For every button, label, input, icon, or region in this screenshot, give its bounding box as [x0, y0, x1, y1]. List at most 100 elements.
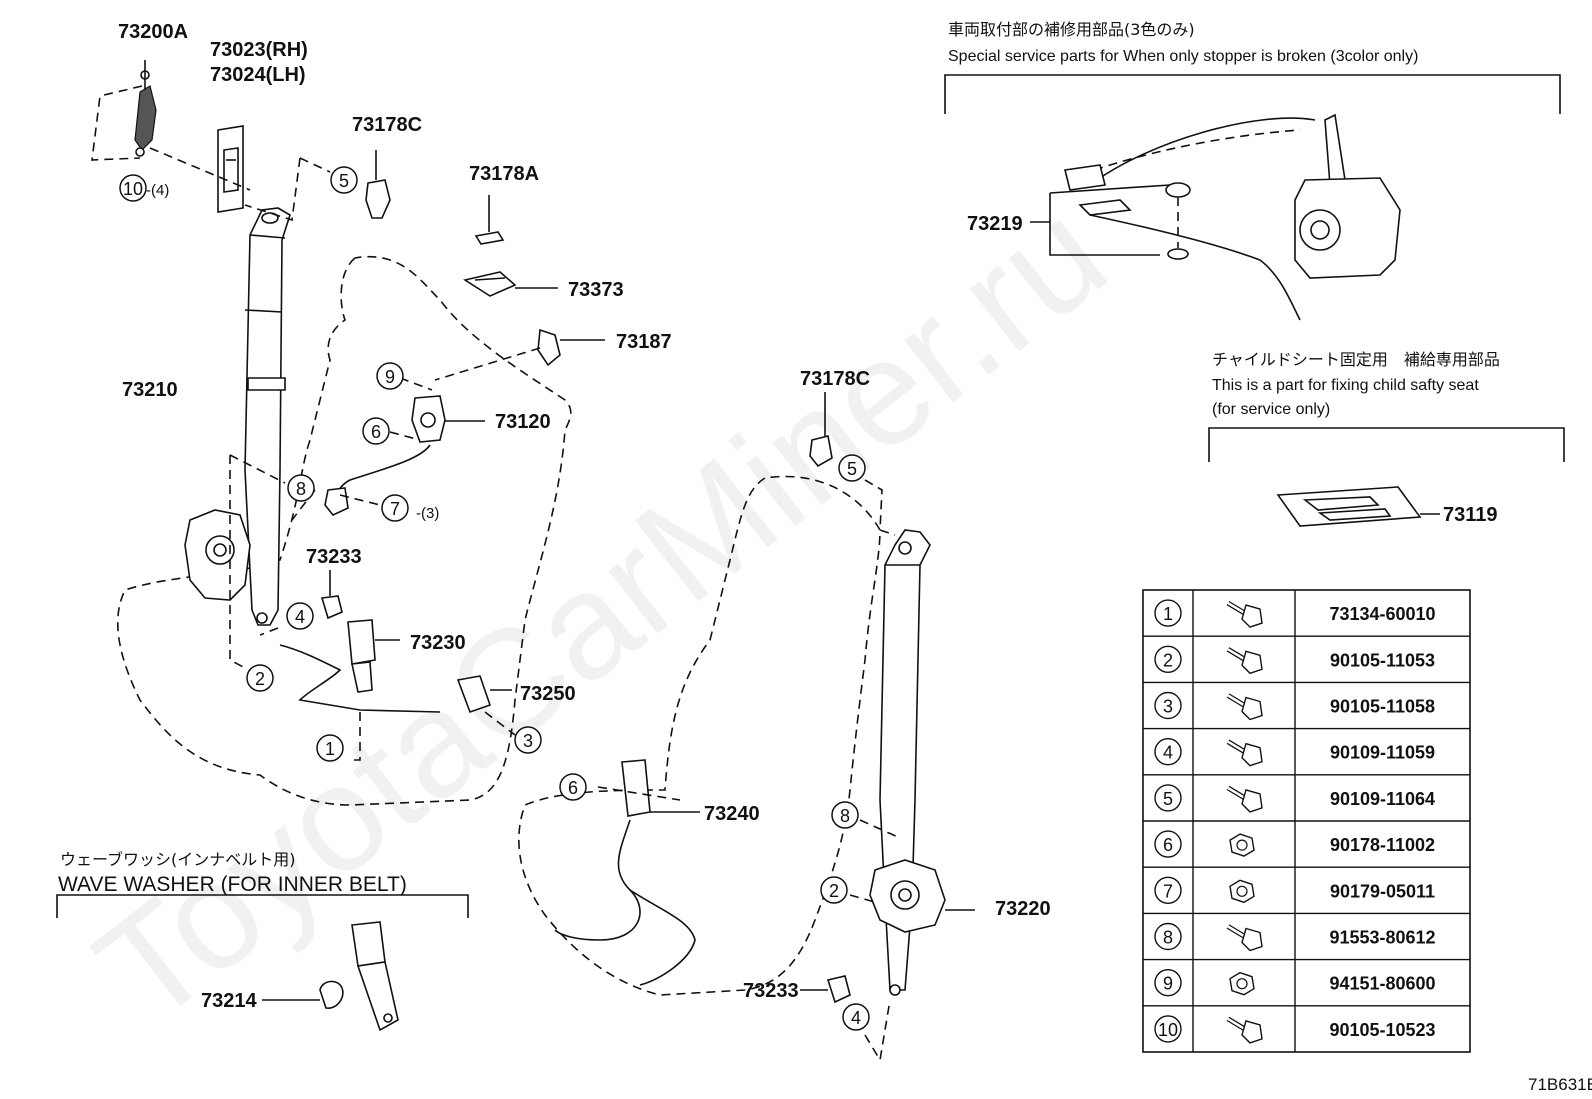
- label-73233-left: 73233: [306, 546, 362, 568]
- anchor-73200A: [134, 60, 157, 157]
- fastener-icon: [1229, 833, 1255, 857]
- row-part-number: 90109-11064: [1330, 789, 1435, 809]
- callout-number: 6: [371, 422, 381, 442]
- cover-73023: [217, 125, 244, 213]
- row-number: 6: [1163, 835, 1173, 855]
- label-73024-lh: 73024(LH): [210, 64, 306, 86]
- row-number-circle: [1154, 784, 1182, 812]
- callout-7: 7: [381, 494, 409, 522]
- note-washer-en: WAVE WASHER (FOR INNER BELT): [58, 873, 407, 896]
- label-73187: 73187: [616, 331, 672, 353]
- callout-number: 5: [847, 459, 857, 479]
- callout-number: 3: [523, 731, 533, 751]
- label-73220: 73220: [995, 898, 1051, 920]
- callout-6: 6: [559, 773, 587, 801]
- watermark: ToyotaCarMiner.ru: [66, 168, 1135, 1055]
- table-row: 10 90105-10523: [1154, 1015, 1436, 1044]
- qty-7: -(3): [416, 505, 439, 522]
- callout-6: 6: [362, 417, 390, 445]
- row-number-circle: [1154, 599, 1182, 627]
- leader-1: [350, 712, 361, 761]
- row-part-number: 90105-10523: [1329, 1020, 1435, 1040]
- callout-4: 4: [842, 1003, 870, 1031]
- callout-number: 2: [255, 669, 265, 689]
- leader-2-right: [849, 894, 879, 904]
- leader-5-bracket: [244, 157, 301, 222]
- fastener-icon: [1226, 924, 1263, 952]
- row-part-number: 90105-11053: [1330, 650, 1435, 670]
- retractor-73120: [324, 377, 485, 516]
- label-73200A: 73200A: [118, 21, 188, 43]
- left-outer-belt: [184, 207, 291, 626]
- cover-73233-left: [259, 570, 343, 636]
- label-73210: 73210: [122, 379, 178, 401]
- qty-10: -(4): [146, 182, 169, 199]
- row-number: 3: [1163, 697, 1173, 717]
- note-child-en-2: (for service only): [1212, 401, 1330, 418]
- note-child-en-1: This is a part for fixing child safty se…: [1212, 377, 1479, 394]
- row-number: 8: [1163, 928, 1173, 948]
- label-73250: 73250: [520, 683, 576, 705]
- buckle-73240: [554, 759, 700, 986]
- row-number: 5: [1163, 789, 1173, 809]
- bracket-73373: [462, 271, 558, 297]
- callout-5: 5: [330, 166, 358, 194]
- row-number: 1: [1163, 604, 1173, 624]
- right-seat-outline: [518, 475, 881, 996]
- note-washer-jp: ウェーブワッシ(インナベルト用): [60, 850, 296, 869]
- callout-4: 4: [286, 602, 314, 630]
- leader-4-right: [864, 999, 891, 1063]
- callout-number: 4: [851, 1008, 861, 1028]
- row-part-number: 94151-80600: [1329, 974, 1435, 994]
- label-73120: 73120: [495, 411, 551, 433]
- fastener-icon: [1226, 600, 1263, 628]
- row-number-circle: [1154, 830, 1182, 858]
- label-73023-rh: 73023(RH): [210, 39, 308, 61]
- label-73178C-right: 73178C: [800, 368, 870, 390]
- callout-number: 8: [840, 806, 850, 826]
- leader-10-bracket: [91, 85, 143, 161]
- table-row: 5 90109-11064: [1154, 784, 1435, 813]
- wave-washer-section: [56, 894, 469, 1032]
- clip-73178C-right: [809, 392, 833, 468]
- fastener-icon: [1226, 693, 1263, 721]
- callout-10: 10: [119, 174, 147, 202]
- callout-2: 2: [820, 876, 848, 904]
- bracket-73187: [434, 328, 605, 381]
- right-outer-belt: [869, 529, 975, 996]
- left-seat-outline: [117, 255, 572, 806]
- row-part-number: 90178-11002: [1330, 835, 1435, 855]
- callout-number: 8: [296, 479, 306, 499]
- label-73373: 73373: [568, 279, 624, 301]
- note-stopper-en: Special service parts for When only stop…: [948, 48, 1418, 65]
- row-part-number: 73134-60010: [1329, 604, 1435, 624]
- leader-8-left: [229, 454, 286, 484]
- fastener-icon: [1229, 879, 1255, 904]
- callout-number: 4: [295, 607, 305, 627]
- row-number-circle: [1154, 691, 1182, 720]
- callout-2: 2: [246, 664, 274, 692]
- clip-73178C-top: [365, 150, 391, 219]
- row-number: 7: [1163, 881, 1173, 901]
- buckle-73230: [279, 619, 441, 713]
- row-number: 4: [1163, 743, 1173, 763]
- note-stopper-jp: 車両取付部の補修用部品(3色のみ): [948, 20, 1195, 39]
- label-73219: 73219: [967, 213, 1023, 235]
- note-child-jp: チャイルドシート固定用 補給専用部品: [1212, 350, 1500, 369]
- plate-73178A: [474, 195, 505, 245]
- row-number-circle: [1154, 969, 1182, 997]
- leader-5-right: [864, 479, 896, 536]
- table-row: 1 73134-60010: [1154, 599, 1436, 628]
- label-73233-right: 73233: [743, 980, 799, 1002]
- row-number-circle: [1154, 645, 1182, 673]
- table-row: 6 90178-11002: [1154, 830, 1435, 858]
- leader-5: [299, 157, 331, 173]
- fastener-icon: [1226, 647, 1263, 675]
- row-number: 10: [1158, 1020, 1178, 1040]
- leader-2-left: [229, 455, 246, 669]
